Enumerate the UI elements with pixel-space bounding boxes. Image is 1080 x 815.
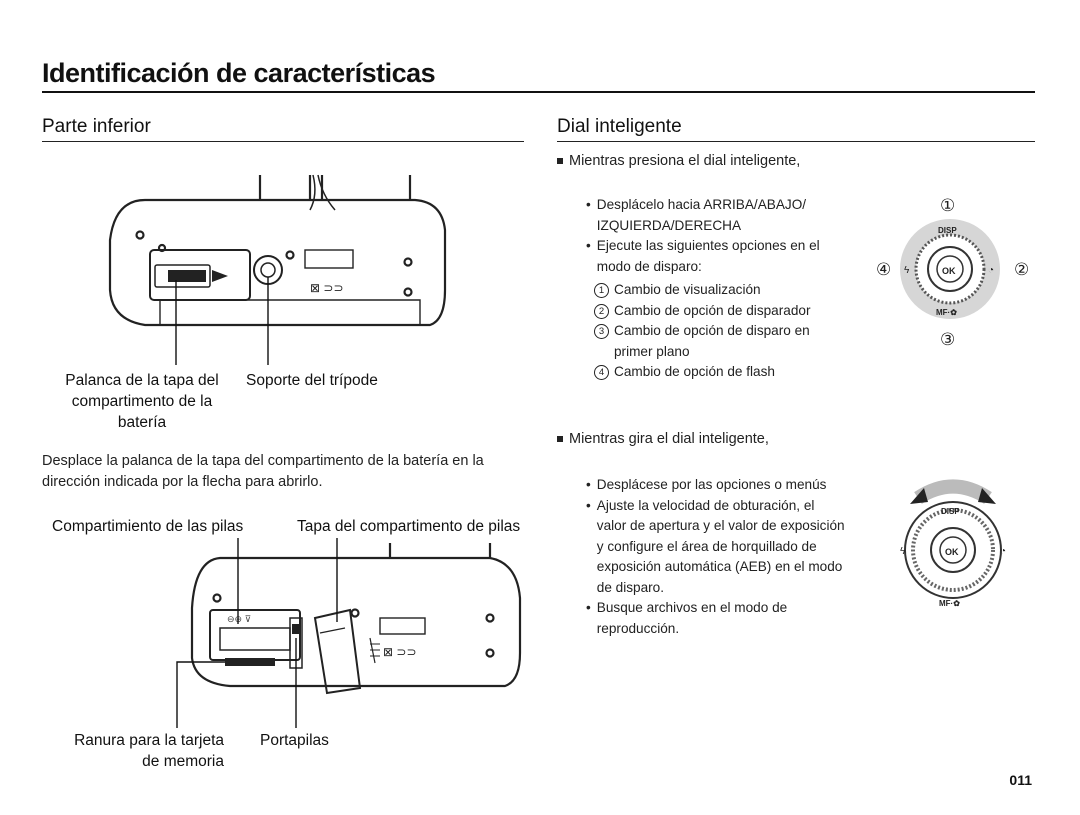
description-line2: dirección indicada por la flecha para ab… xyxy=(42,474,323,490)
section-heading-bottom: Parte inferior xyxy=(42,116,151,137)
press-bullet-2: • Ejecute las siguientes opciones en el … xyxy=(586,236,851,277)
label-card-slot-line1: Ranura para la tarjeta xyxy=(74,732,224,749)
rotate-bullet-2-line5: de disparo. xyxy=(596,579,665,595)
dial2-disp-label: DISP xyxy=(941,507,960,516)
rotate-left-arrow-icon xyxy=(910,488,928,504)
dial-mark-4: ④ xyxy=(876,260,891,279)
page-title: Identificación de características xyxy=(42,58,436,88)
press-bullet-2-line2: modo de disparo: xyxy=(596,258,702,274)
rotate-bullet-2-line1: Ajuste la velocidad de obturación, el xyxy=(596,497,815,513)
label-card-slot: Ranura para la tarjeta de memoria xyxy=(52,730,224,772)
label-battery-lever-line1: Palanca de la tapa del xyxy=(65,372,219,389)
press-bullet-1-line2: IZQUIERDA/DERECHA xyxy=(596,217,742,233)
label-battery-cover: Tapa del compartimento de pilas xyxy=(297,518,521,535)
option-text: Cambio de opción de flash xyxy=(614,364,775,379)
label-card-slot-line2: de memoria xyxy=(142,753,224,770)
rotate-bullet-1: • Desplácese por las opciones o menús xyxy=(586,475,871,496)
dial2-ok-label: OK xyxy=(945,547,959,557)
flash-icon: ϟ xyxy=(900,546,906,557)
title-rule xyxy=(42,91,1035,93)
dot-bullet-icon: • xyxy=(586,477,591,492)
dial-mark-3: ③ xyxy=(940,330,955,349)
label-battery-lever-line2: compartimento de la xyxy=(71,393,213,410)
dial-press-diagram: ① ② ③ ④ OK DISP MF·✿ ϟ ◔ xyxy=(876,196,1029,349)
press-intro-text: Mientras presiona el dial inteligente, xyxy=(569,153,801,169)
square-bullet-icon xyxy=(557,436,563,442)
option-text: Cambio de visualización xyxy=(614,282,761,297)
dial-mark-2: ② xyxy=(1014,260,1029,279)
rotate-bullet-2-line4: exposición automática (AEB) en el modo xyxy=(596,559,843,574)
rotate-intro-text: Mientras gira el dial inteligente, xyxy=(569,431,769,447)
rotate-bullet-2-line3: y configure el área de horquillado de xyxy=(596,538,817,554)
camera-bottom-illustration: ⊠ ⊃⊃ xyxy=(108,174,447,365)
label-battery-holder: Portapilas xyxy=(260,732,329,749)
flash-icon: ϟ xyxy=(904,265,910,276)
rotate-bullet-3: • Busque archivos en el modo de reproduc… xyxy=(586,598,871,639)
label-tripod-mount: Soporte del trípode xyxy=(246,372,378,389)
press-bullet-1: • Desplácelo hacia ARRIBA/ABAJO/ IZQUIER… xyxy=(586,195,851,236)
rotate-bullet-3-line2: reproducción. xyxy=(596,620,680,636)
option-number: 2 xyxy=(594,303,609,319)
label-battery-compartment: Compartimiento de las pilas xyxy=(52,518,244,535)
dial-disp-label: DISP xyxy=(938,226,957,235)
square-bullet-icon xyxy=(557,158,563,164)
svg-text:⊠ ⊃⊃: ⊠ ⊃⊃ xyxy=(383,645,417,659)
option-4: 4 Cambio de opción de flash xyxy=(594,362,854,383)
rotate-bullet-1-line1: Desplácese por las opciones o menús xyxy=(596,477,827,492)
section-heading-dial: Dial inteligente xyxy=(557,116,682,137)
svg-text:⊠ ⊃⊃: ⊠ ⊃⊃ xyxy=(310,281,344,295)
timer-icon: ◔ xyxy=(1000,546,1006,557)
label-battery-lever-line3: batería xyxy=(117,414,167,431)
dial-mark-1: ① xyxy=(940,196,955,215)
option-text: Cambio de opción de disparo en xyxy=(614,323,810,338)
rotate-right-arrow-icon xyxy=(978,488,996,504)
svg-text:⊖⊕ ⊽: ⊖⊕ ⊽ xyxy=(227,614,251,624)
option-2: 2 Cambio de opción de disparador xyxy=(594,301,854,322)
page-number: 011 xyxy=(1009,772,1032,788)
option-number: 1 xyxy=(594,283,609,298)
press-bullet-list: • Desplácelo hacia ARRIBA/ABAJO/ IZQUIER… xyxy=(586,195,851,277)
press-bullet-2-line1: Ejecute las siguientes opciones en el xyxy=(596,238,820,253)
rotate-bullet-list: • Desplácese por las opciones o menús • … xyxy=(586,475,871,639)
option-3-continuation: primer plano xyxy=(614,343,690,359)
option-1: 1 Cambio de visualización xyxy=(594,280,854,301)
section-rule-right xyxy=(557,141,1035,142)
rotate-bullet-3-line1: Busque archivos en el modo de xyxy=(596,600,788,615)
rotate-intro: Mientras gira el dial inteligente, xyxy=(557,429,769,450)
dot-bullet-icon: • xyxy=(586,497,591,513)
option-number: 3 xyxy=(594,324,609,339)
dial-ok-label: OK xyxy=(942,266,956,276)
press-intro: Mientras presiona el dial inteligente, xyxy=(557,151,800,172)
dial-rotate-diagram: OK DISP MF·✿ ϟ ◔ xyxy=(900,479,1006,608)
option-text: Cambio de opción de disparador xyxy=(614,302,811,318)
option-number: 4 xyxy=(594,365,609,380)
battery-lever-description: Desplace la palanca de la tapa del compa… xyxy=(42,451,532,493)
dot-bullet-icon: • xyxy=(586,600,591,615)
press-bullet-1-line1: Desplácelo hacia ARRIBA/ABAJO/ xyxy=(596,197,807,212)
timer-icon: ◔ xyxy=(988,265,994,276)
dot-bullet-icon: • xyxy=(586,238,591,253)
rotate-bullet-2: • Ajuste la velocidad de obturación, el … xyxy=(586,496,871,599)
description-line1: Desplace la palanca de la tapa del compa… xyxy=(42,453,484,469)
section-rule-left xyxy=(42,141,524,142)
rotate-bullet-2-line2: valor de apertura y el valor de exposici… xyxy=(596,518,845,533)
dial-mf-label: MF·✿ xyxy=(936,308,957,317)
dial2-mf-label: MF·✿ xyxy=(939,599,960,608)
dot-bullet-icon: • xyxy=(586,197,591,212)
camera-battery-open-illustration: ⊖⊕ ⊽ ⊠ ⊃⊃ xyxy=(176,538,522,728)
option-3: 3 Cambio de opción de disparo en xyxy=(594,321,854,342)
label-battery-lever: Palanca de la tapa del compartimento de … xyxy=(52,370,232,433)
